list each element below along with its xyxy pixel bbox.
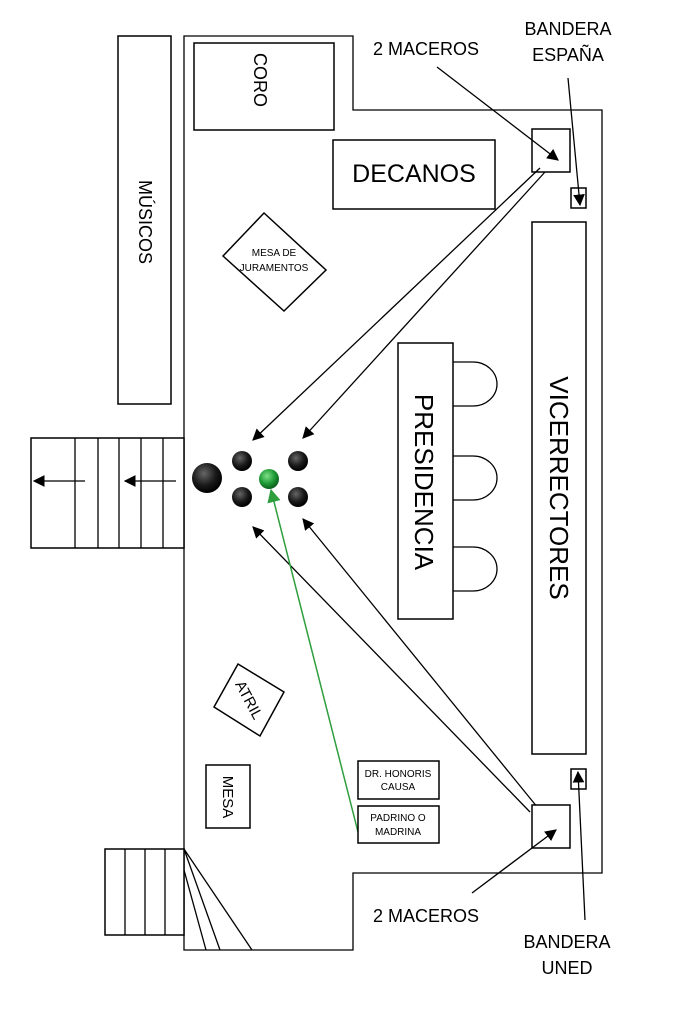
bandera-espana-label-1: BANDERA	[524, 19, 611, 39]
stairs-left	[30, 437, 185, 549]
maceros-top-arrow	[436, 66, 559, 161]
hall-outline	[183, 35, 603, 951]
mesa-label: MESA	[219, 776, 236, 819]
presidencia-label: PRESIDENCIA	[409, 394, 439, 571]
padrino-arrow	[267, 488, 359, 833]
mesa-juramentos-label-2: JURAMENTOS	[240, 263, 309, 274]
seat-top-right	[288, 451, 308, 471]
musicos-label: MÚSICOS	[135, 180, 156, 264]
mesa-juramentos-box	[221, 211, 328, 313]
bandera-uned-arrow	[572, 770, 586, 921]
maceros-top-arrow-b	[302, 171, 546, 439]
seat-large	[192, 463, 222, 493]
seat-top-left	[232, 451, 252, 471]
bandera-uned-label-2: UNED	[541, 958, 592, 978]
maceros-top-arrow-a	[252, 167, 541, 441]
seat-green	[259, 469, 279, 489]
stairs-bottom-left	[104, 848, 253, 951]
presidencia-chair-3	[453, 546, 498, 592]
maceros-top-box	[531, 128, 571, 173]
presidencia-box	[397, 342, 454, 620]
maceros-bottom-arrow-b	[302, 518, 539, 809]
bandera-espana-arrow	[567, 77, 585, 207]
honoris-label-1: DR. HONORIS	[365, 769, 432, 780]
vicerrectores-box	[531, 221, 587, 755]
coro-box	[193, 42, 335, 131]
honoris-label-2: CAUSA	[381, 782, 416, 793]
bandera-espana-label-2: ESPAÑA	[532, 44, 604, 65]
mesa-juramentos-label-1: MESA DE	[252, 248, 297, 259]
maceros-bottom-box	[531, 804, 571, 849]
atril-box	[212, 662, 286, 738]
seat-bottom-left	[232, 487, 252, 507]
maceros-bottom-label: 2 MACEROS	[373, 906, 479, 926]
mesa-box	[205, 764, 251, 829]
presidencia-chair-1	[453, 361, 498, 407]
decanos-box	[332, 139, 496, 210]
bandera-uned-label-1: BANDERA	[523, 932, 610, 952]
honoris-box	[357, 760, 440, 800]
padrino-label-1: PADRINO O	[370, 813, 426, 824]
musicos-box	[117, 35, 172, 405]
padrino-box	[357, 805, 440, 844]
presidencia-chair-2	[453, 455, 498, 501]
coro-label: CORO	[250, 53, 270, 107]
maceros-bottom-arrow-a	[252, 526, 531, 813]
decanos-label: DECANOS	[352, 160, 476, 188]
maceros-bottom-arrow	[471, 829, 557, 894]
vicerrectores-label: VICERRECTORES	[544, 376, 574, 599]
padrino-label-2: MADRINA	[375, 827, 421, 838]
seat-bottom-right	[288, 487, 308, 507]
maceros-top-label: 2 MACEROS	[373, 39, 479, 59]
